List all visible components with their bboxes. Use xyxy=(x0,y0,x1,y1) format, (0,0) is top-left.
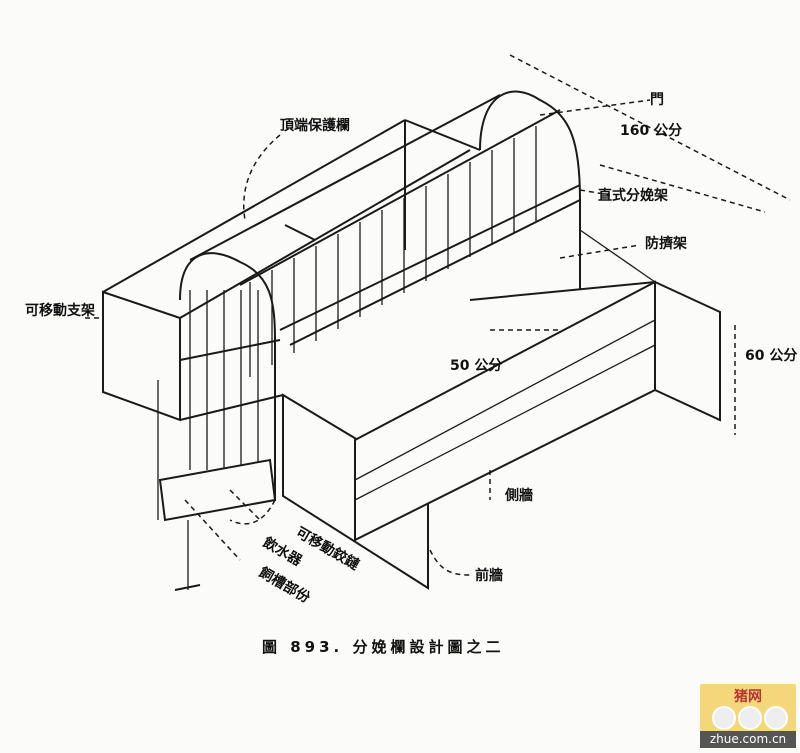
watermark-name: 猪网 xyxy=(734,689,762,705)
leader-lines xyxy=(85,99,651,576)
figure-caption: 圖 893. 分娩欄設計圖之二 xyxy=(262,638,504,656)
crate-bars xyxy=(189,126,537,470)
label-door: 門 xyxy=(650,92,664,108)
watermark-logo: 猪网 zhue.com.cn xyxy=(700,684,796,748)
label-width: 50 公分 xyxy=(450,358,502,374)
end-panel xyxy=(654,280,721,422)
label-height: 60 公分 xyxy=(745,348,797,364)
movable-stand-panel xyxy=(102,290,181,422)
front-door-arch xyxy=(179,252,276,500)
label-crate: 直式分娩架 xyxy=(598,187,668,204)
label-front-wall: 前牆 xyxy=(475,567,503,584)
dimension-lines xyxy=(490,54,791,435)
watermark-url: zhue.com.cn xyxy=(700,731,796,748)
top-frame xyxy=(102,119,481,319)
label-top-rail: 頂端保護欄 xyxy=(280,117,350,134)
watermark-circles xyxy=(712,706,790,734)
label-movable-stand: 可移動支架 xyxy=(25,302,95,319)
label-side-wall: 側牆 xyxy=(504,487,533,504)
label-length: 160 公分 xyxy=(620,123,682,139)
label-anti-crush: 防擠架 xyxy=(645,235,687,252)
crate-rails xyxy=(179,94,581,361)
label-feeder: 飼槽部份 xyxy=(255,563,314,607)
rear-door-arch xyxy=(479,90,581,290)
feeder-panel xyxy=(158,458,277,522)
